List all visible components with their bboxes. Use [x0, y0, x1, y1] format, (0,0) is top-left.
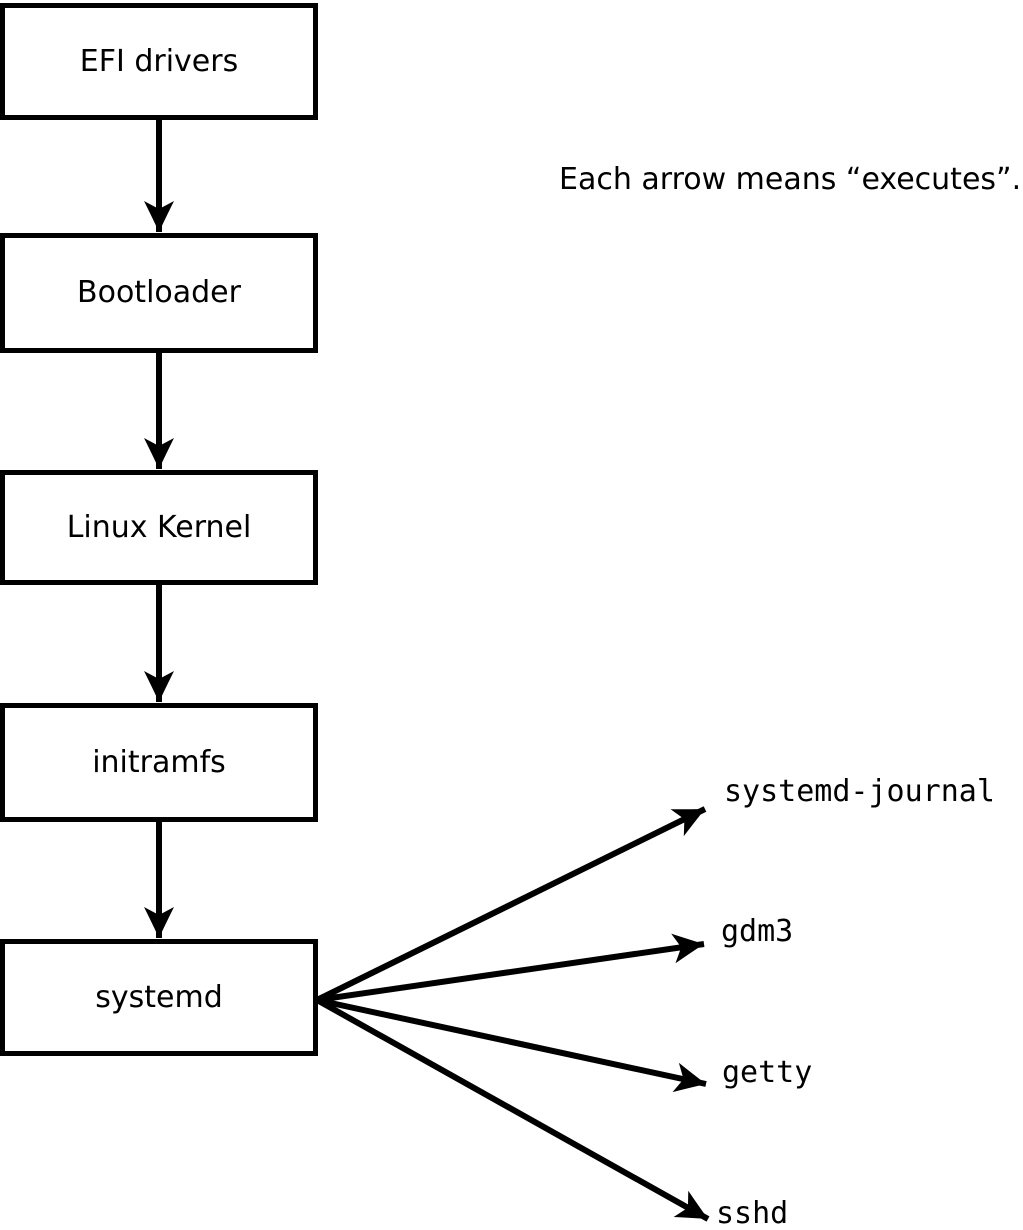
arrow-systemd-to-gdm3 [316, 933, 705, 1003]
node-initramfs: initramfs [0, 703, 318, 822]
node-getty-label: getty [722, 1055, 813, 1090]
node-gdm3-label: gdm3 [721, 914, 794, 949]
node-linux-kernel: Linux Kernel [0, 470, 318, 585]
node-initramfs-label: initramfs [92, 744, 226, 780]
node-efi-drivers: EFI drivers [0, 3, 318, 120]
node-bootloader-label: Bootloader [77, 275, 241, 310]
node-efi-drivers-label: EFI drivers [79, 43, 239, 79]
node-systemd: systemd [0, 939, 318, 1056]
arrow-systemd-to-getty [316, 997, 707, 1093]
arrow-systemd-to-journal [315, 806, 707, 1003]
arrow-systemd-to-sshd [315, 997, 710, 1222]
node-sshd-label: sshd [716, 1196, 789, 1230]
node-linux-kernel-label: Linux Kernel [66, 509, 252, 545]
arrow-legend-note: Each arrow means “executes”. [559, 162, 1022, 197]
node-systemd-label: systemd [95, 979, 223, 1015]
node-systemd-journal-label: systemd-journal [724, 774, 995, 809]
node-bootloader: Bootloader [0, 233, 318, 353]
